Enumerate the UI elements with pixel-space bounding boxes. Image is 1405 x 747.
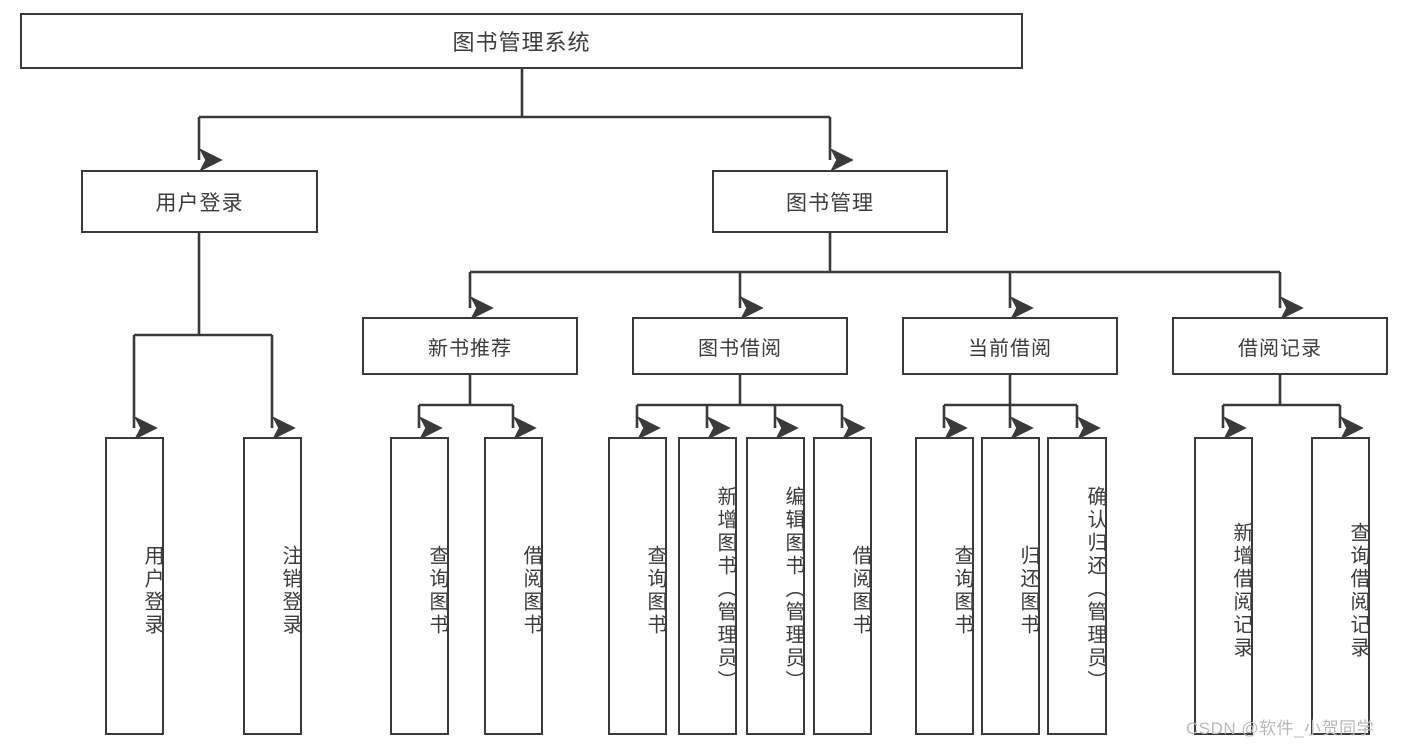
node-leaf-user-login[interactable]: 用户登录	[105, 437, 164, 735]
node-leaf-borrow-book[interactable]: 借阅图书	[813, 437, 872, 735]
node-book-manage[interactable]: 图书管理	[712, 170, 948, 233]
node-leaf-query-borrow-record[interactable]: 查询借阅记录	[1311, 437, 1370, 735]
node-user-login[interactable]: 用户登录	[81, 170, 318, 233]
node-leaf-edit-book-admin[interactable]: 编辑图书（管理员）	[746, 437, 805, 735]
node-leaf-return-book[interactable]: 归还图书	[981, 437, 1040, 735]
node-leaf-query-book-current[interactable]: 查询图书	[915, 437, 974, 735]
node-book-borrow[interactable]: 图书借阅	[632, 317, 848, 375]
node-leaf-query-book-borrow[interactable]: 查询图书	[608, 437, 667, 735]
node-leaf-query-book-recommend[interactable]: 查询图书	[390, 437, 449, 735]
node-leaf-logout[interactable]: 注销登录	[243, 437, 302, 735]
node-leaf-add-borrow-record[interactable]: 新增借阅记录	[1194, 437, 1253, 735]
node-current-borrow[interactable]: 当前借阅	[902, 317, 1118, 375]
node-leaf-add-book-admin[interactable]: 新增图书（管理员）	[678, 437, 737, 735]
watermark: CSDN @软件_小贺同学	[1186, 719, 1375, 738]
node-leaf-borrow-book-recommend[interactable]: 借阅图书	[484, 437, 543, 735]
node-root[interactable]: 图书管理系统	[20, 13, 1023, 69]
node-borrow-record[interactable]: 借阅记录	[1172, 317, 1388, 375]
node-new-book-recommend[interactable]: 新书推荐	[362, 317, 578, 375]
node-leaf-confirm-return-admin[interactable]: 确认归还（管理员）	[1047, 437, 1107, 735]
